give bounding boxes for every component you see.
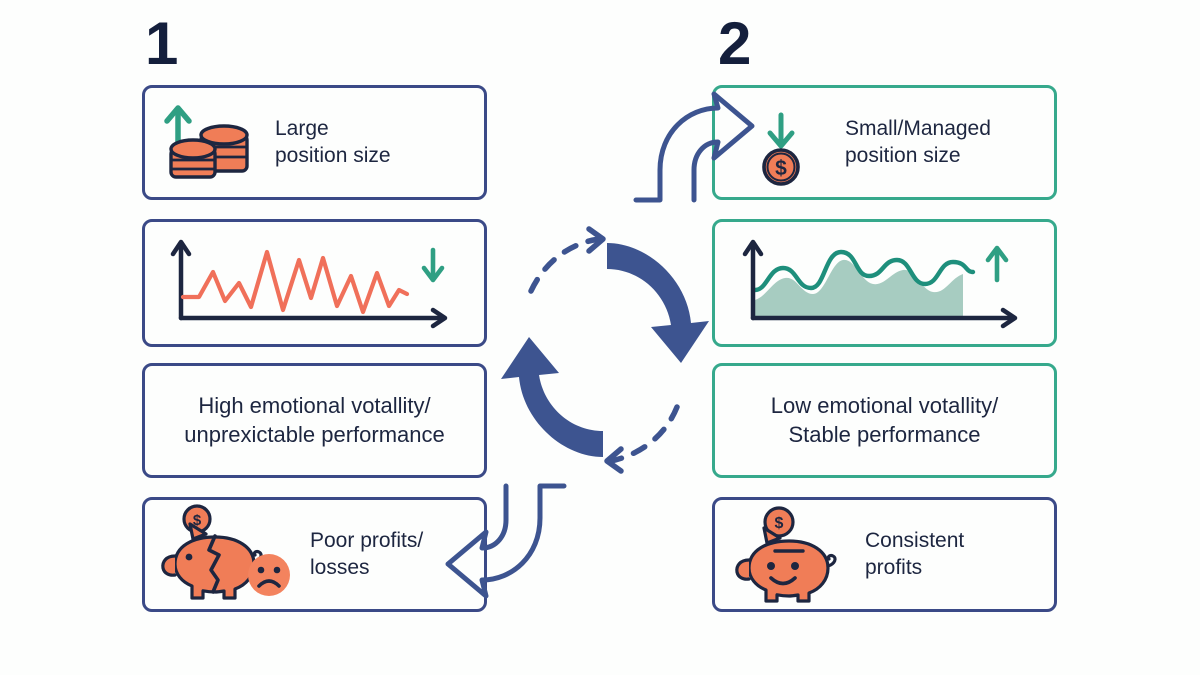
happy-piggy-bank-icon: $: [715, 500, 865, 609]
card-small-managed-position-size[interactable]: $ Small/Managed position size: [712, 85, 1057, 200]
card-label: Small/Managed position size: [845, 116, 991, 167]
volatile-line-chart-icon: [145, 222, 484, 344]
card-volatile-chart[interactable]: [142, 219, 487, 347]
card-label: Consistent profits: [865, 528, 965, 579]
svg-text:$: $: [775, 157, 787, 180]
broken-piggy-bank-sad-icon: $: [145, 500, 310, 609]
card-large-position-size[interactable]: Large position size: [142, 85, 487, 200]
card-poor-profits-losses[interactable]: $: [142, 497, 487, 612]
card-label: High emotional votallity/ unprexictable …: [184, 393, 445, 447]
card-consistent-profits[interactable]: $ Consistent profits: [712, 497, 1057, 612]
curved-arrow-to-poor-profits-icon: [430, 478, 570, 603]
card-label: Poor profits/ losses: [310, 528, 424, 579]
cycle-arrows: [495, 225, 715, 475]
svg-text:$: $: [192, 512, 201, 529]
curved-arrow-to-step-2-icon: [630, 91, 760, 207]
card-stable-chart[interactable]: [712, 219, 1057, 347]
card-high-emotional-volatility[interactable]: High emotional votallity/ unprexictable …: [142, 363, 487, 478]
step-number-2: 2: [718, 10, 751, 77]
smooth-area-chart-icon: [715, 222, 1054, 344]
coin-stack-up-icon: [145, 88, 275, 197]
coin-down-icon: $: [715, 88, 845, 197]
card-label: Low emotional votallity/ Stable performa…: [770, 393, 999, 447]
svg-text:$: $: [774, 515, 783, 532]
card-label: Large position size: [275, 116, 391, 167]
card-low-emotional-volatility[interactable]: Low emotional votallity/ Stable performa…: [712, 363, 1057, 478]
step-number-1: 1: [145, 10, 178, 77]
